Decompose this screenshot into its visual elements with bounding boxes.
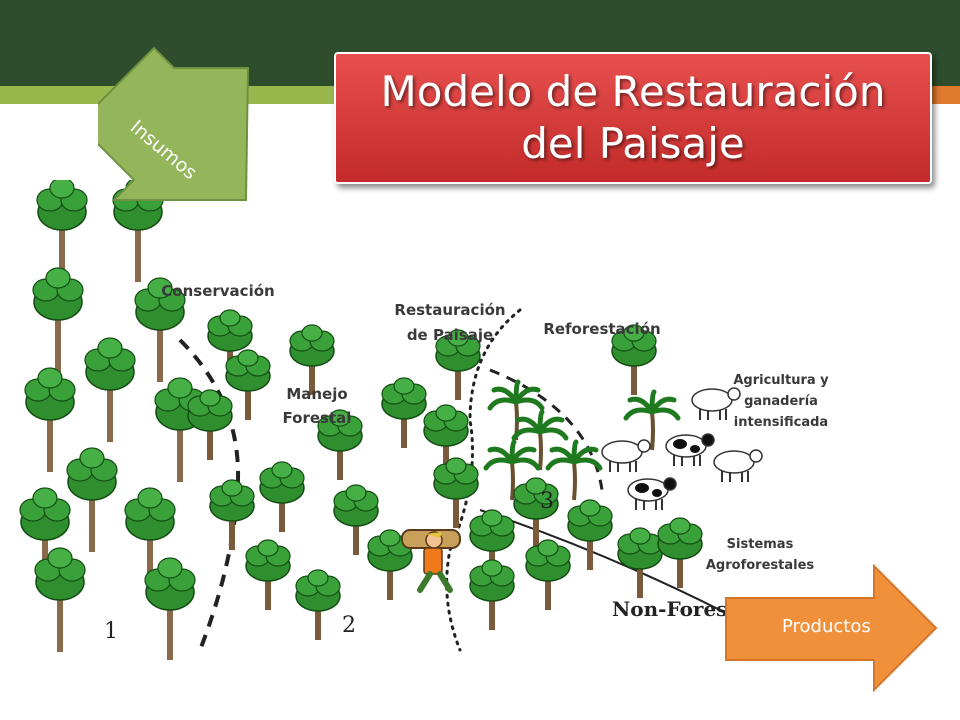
zone-number-3: 3 — [540, 489, 554, 514]
zone-number-1: 1 — [104, 619, 118, 644]
inputs-arrow — [98, 46, 250, 201]
label-forest-management: Manejo Forestal — [282, 385, 352, 427]
zone-number-2: 2 — [342, 613, 356, 638]
title-box: Modelo de Restauración del Paisaje — [334, 52, 932, 184]
label-conservation: Conservación — [161, 282, 275, 300]
landscape-illustration: 1 2 3 Non-Forest — [19, 180, 763, 660]
label-restoration: Restauración de Paisaje — [394, 301, 506, 344]
outputs-arrow-label: Productos — [782, 616, 871, 637]
page-title: Modelo de Restauración del Paisaje — [380, 67, 886, 168]
label-reforestation: Reforestación — [543, 320, 661, 338]
outputs-arrow — [725, 564, 938, 693]
non-forest-label: Non-Forest — [612, 597, 737, 621]
header-stripe-accent — [926, 86, 960, 104]
label-agroforestry: Sistemas Agroforestales — [705, 537, 815, 573]
label-agriculture: Agricultura y ganadería intensificada — [733, 373, 829, 430]
